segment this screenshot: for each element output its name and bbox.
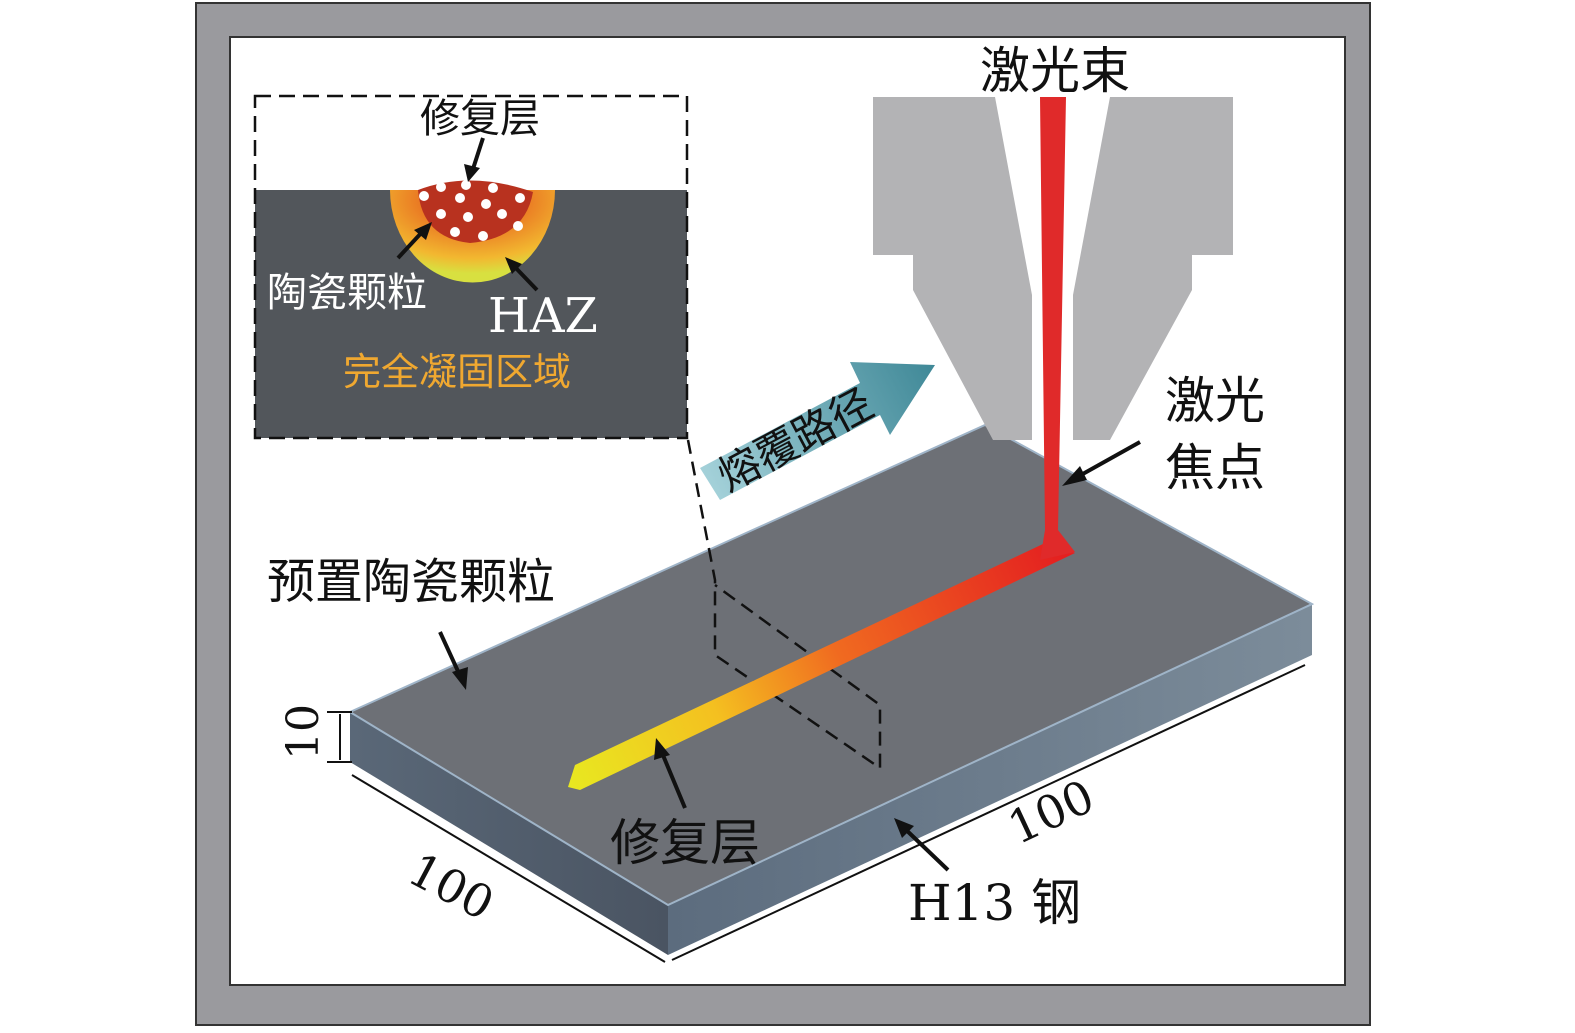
repair-layer-track [568,543,1075,790]
ceramic-particles [419,180,525,241]
laser-beam [1040,97,1075,560]
inset-repair-layer-label: 修复层 [420,96,540,142]
thickness-dimension: 10 [278,704,329,760]
laser-focus-label-1: 激光 [1165,372,1265,430]
dimension-lines [327,664,1306,963]
laser-beam-label: 激光束 [980,42,1130,100]
cross-section-inset [253,94,689,440]
nozzle [873,97,1233,440]
inset-ceramic-particles-label: 陶瓷颗粒 [267,270,427,316]
preset-particles-label: 预置陶瓷颗粒 [267,554,555,610]
inset-solidified-zone-label: 完全凝固区域 [343,350,571,394]
laser-focus-label-2: 焦点 [1165,439,1265,497]
substrate-label: H13 钢 [908,874,1081,932]
pointer-arrows [438,440,1141,872]
repair-layer-bead [418,180,533,243]
cladding-path-arrow [700,362,935,500]
section-plane [686,439,882,771]
inset-haz-label: HAZ [488,288,598,344]
repair-layer-label: 修复层 [610,814,760,872]
